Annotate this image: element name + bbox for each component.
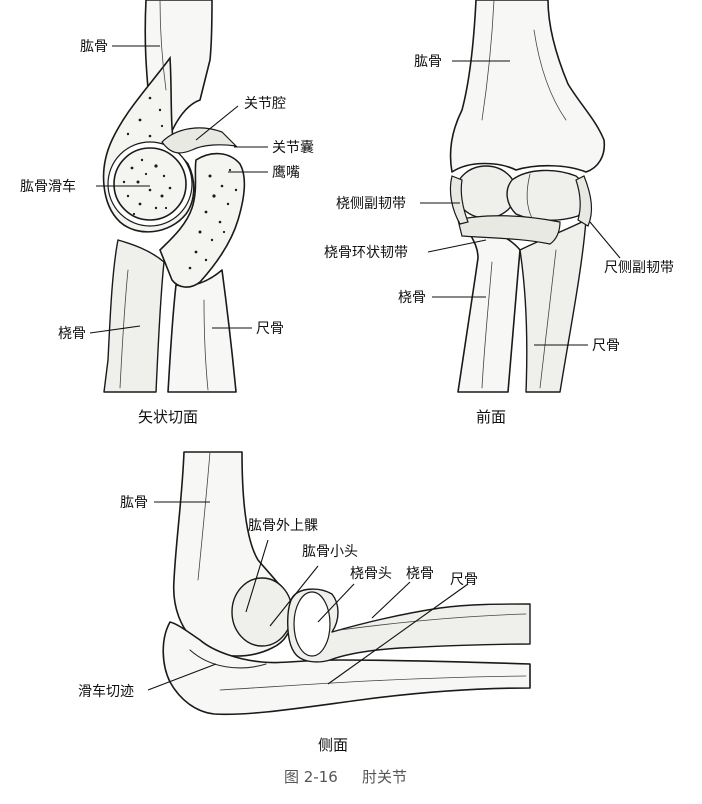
label-anterior-ulnar-collateral: 尺侧副韧带 — [604, 260, 674, 276]
lateral-shaft-line — [197, 451, 211, 581]
title-anterior-view: 前面 — [476, 408, 506, 426]
leader-lateral-capitulum — [269, 565, 319, 627]
anterior-humerus — [449, 0, 606, 173]
anterior-shaft-line — [481, 0, 495, 121]
label-anterior-radius: 桡骨 — [398, 290, 426, 306]
anterior-ulnar-collateral-ligament — [575, 175, 593, 227]
lateral-radius — [287, 588, 531, 663]
leader-anterior-annular — [427, 239, 487, 253]
label-lateral-trochlear-notch: 滑车切迹 — [78, 683, 134, 700]
lateral-capitulum — [231, 577, 293, 647]
anterior-annular-ligament — [457, 215, 561, 245]
anterior-radius — [457, 221, 521, 393]
label-anterior-annular: 桡骨环状韧带 — [324, 245, 408, 261]
sagittal-ulna — [167, 269, 237, 393]
lateral-radial-head — [293, 591, 331, 657]
sagittal-radius-line — [119, 269, 129, 389]
title-lateral-view: 侧面 — [318, 736, 348, 754]
label-sagittal-joint-capsule: 关节囊 — [272, 139, 314, 156]
anterior-shaft-line-2 — [533, 29, 567, 121]
lateral-ulna — [162, 621, 531, 716]
label-anterior-ulna: 尺骨 — [592, 338, 620, 354]
label-sagittal-radius: 桡骨 — [58, 326, 86, 342]
lateral-radius-line — [339, 613, 527, 631]
label-sagittal-ulna: 尺骨 — [256, 321, 284, 337]
label-sagittal-trochlea: 肱骨滑车 — [20, 178, 76, 195]
label-lateral-radius: 桡骨 — [406, 566, 434, 582]
anterior-trochlea — [506, 169, 586, 221]
label-lateral-humerus: 肱骨 — [120, 495, 148, 511]
sagittal-trochlea — [113, 147, 187, 221]
anterior-trochlea-groove — [526, 173, 533, 219]
label-lateral-radial-head: 桡骨头 — [350, 566, 392, 582]
anterior-view-panel: 肱骨 桡侧副韧带 桡骨环状韧带 尺侧副韧带 桡骨 尺骨 前面 — [324, 0, 674, 426]
sagittal-cancellous-dots — [122, 96, 238, 270]
anterior-ulna — [519, 219, 587, 393]
anterior-ulna-line — [539, 249, 557, 389]
leader-sagittal-joint-cavity — [195, 105, 239, 141]
sagittal-shaft-line — [159, 0, 167, 91]
label-sagittal-olecranon: 鹰嘴 — [272, 165, 300, 181]
anterior-radial-collateral-ligament — [449, 175, 469, 225]
leader-lateral-epicondyle — [245, 539, 269, 613]
label-anterior-humerus: 肱骨 — [414, 54, 442, 70]
sagittal-radius — [103, 239, 165, 393]
label-lateral-capitulum: 肱骨小头 — [302, 544, 358, 560]
label-sagittal-humerus: 肱骨 — [80, 39, 108, 55]
label-lateral-ulna: 尺骨 — [450, 572, 478, 588]
anterior-radius-line — [481, 261, 493, 389]
title-sagittal-section: 矢状切面 — [138, 408, 198, 426]
figure-title: 肘关节 — [362, 768, 407, 786]
label-sagittal-joint-cavity: 关节腔 — [244, 96, 286, 112]
leader-lateral-radius — [371, 581, 411, 619]
sagittal-joint-capsule — [161, 127, 238, 154]
leader-lateral-trochlear-notch — [147, 663, 217, 691]
sagittal-section-panel: 肱骨 关节腔 关节囊 鹰嘴 肱骨滑车 桡骨 尺骨 矢状切面 — [20, 0, 314, 426]
figure-number: 图 2-16 — [284, 768, 338, 786]
leader-anterior-ulnar-collateral — [589, 221, 621, 259]
leader-sagittal-radius — [89, 325, 141, 334]
leader-lateral-ulna — [327, 583, 469, 685]
sagittal-olecranon-section — [159, 152, 246, 288]
lateral-view-panel: 肱骨 肱骨外上髁 肱骨小头 桡骨头 桡骨 尺骨 滑车切迹 侧面 — [78, 451, 531, 754]
leader-lateral-radial-head — [317, 583, 355, 623]
label-anterior-radial-collateral: 桡侧副韧带 — [336, 196, 406, 212]
lateral-ulna-line — [219, 675, 527, 691]
sagittal-ulna-line — [203, 299, 209, 391]
lateral-trochlear-notch-curve — [189, 649, 267, 669]
label-lateral-epicondyle: 肱骨外上髁 — [248, 518, 318, 534]
